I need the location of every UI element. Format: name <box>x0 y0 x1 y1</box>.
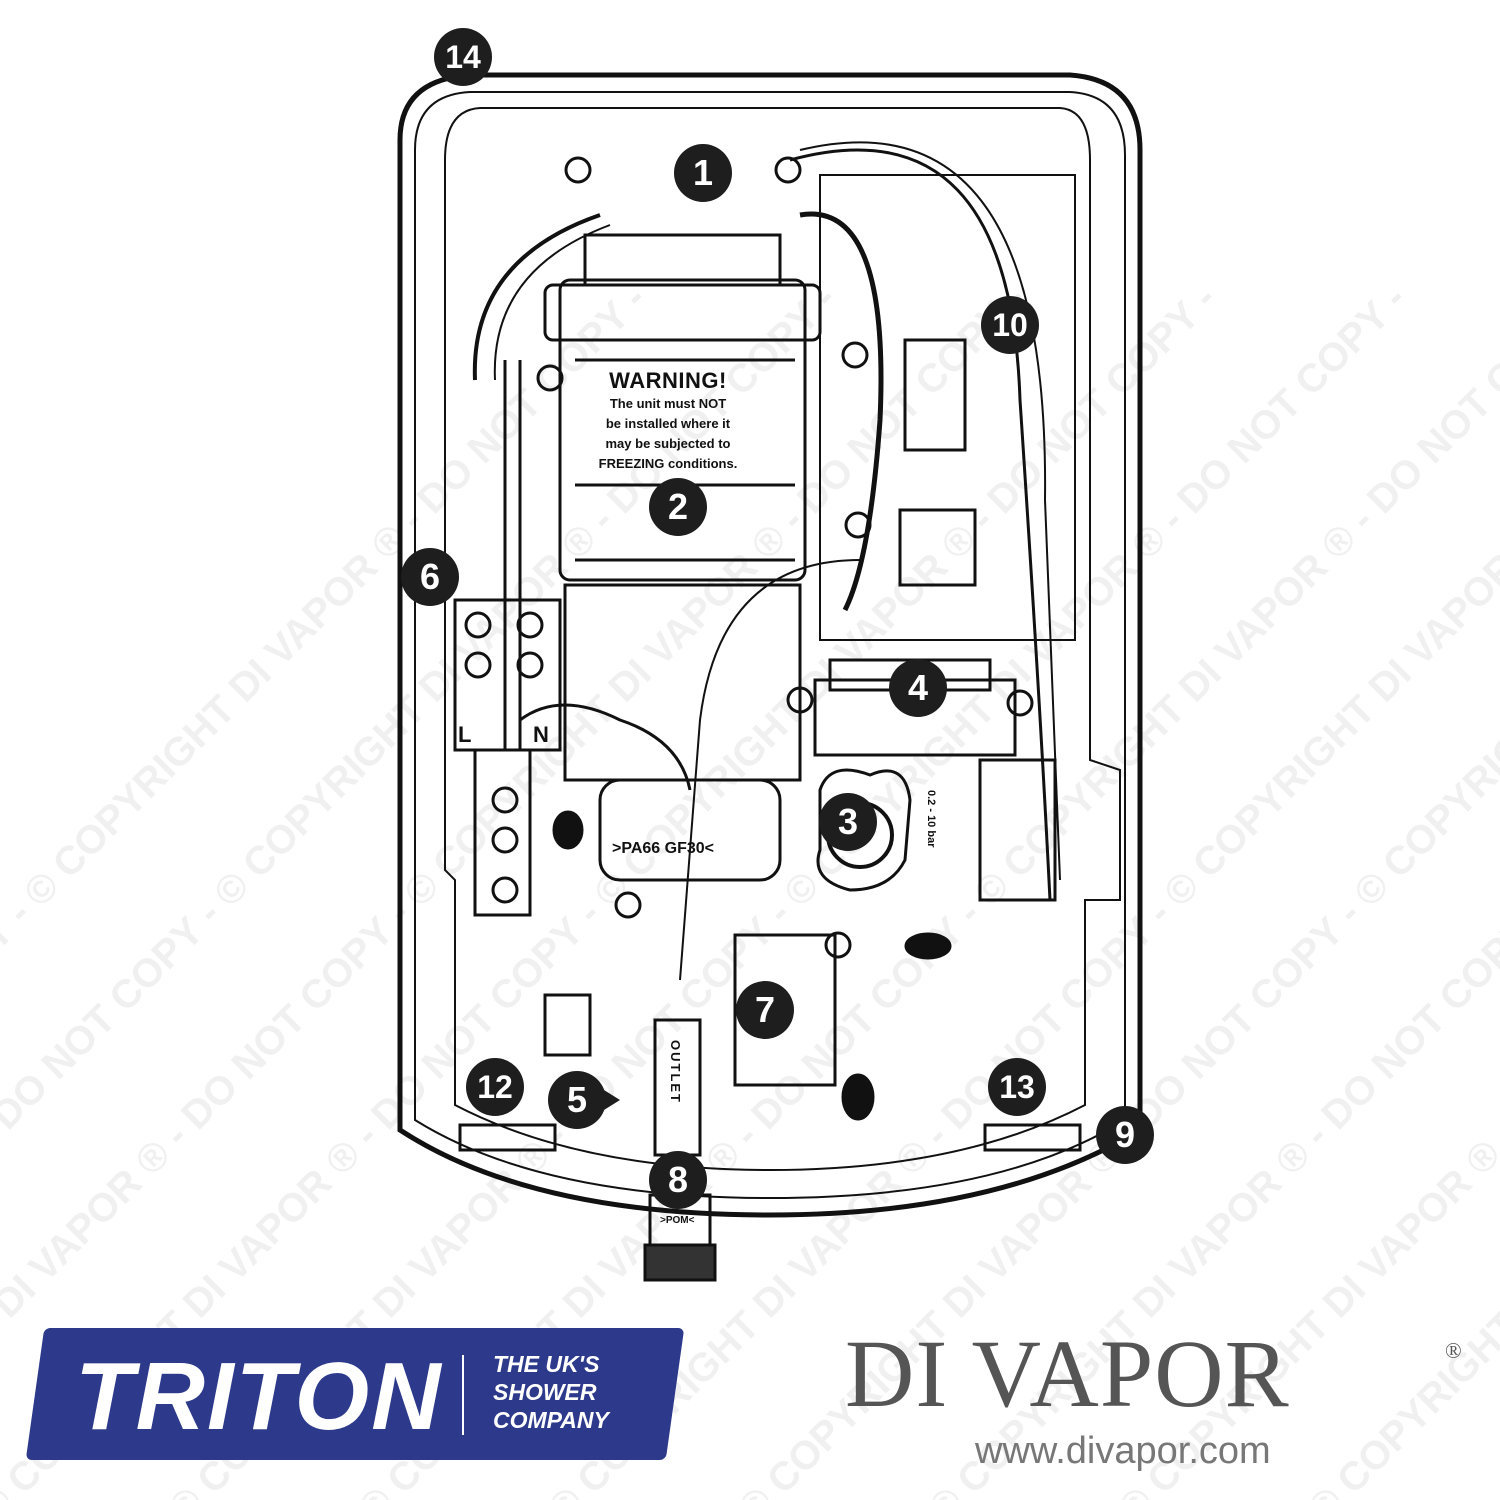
divapor-url: www.divapor.com <box>975 1430 1271 1472</box>
callout-12: 12 <box>466 1058 524 1116</box>
neutral-terminal-label: N <box>533 722 549 747</box>
warning-line: FREEZING conditions. <box>598 456 738 471</box>
triton-tagline-line: SHOWER <box>493 1379 597 1405</box>
callout-8: 8 <box>649 1151 707 1209</box>
warning-label: WARNING! The unit must NOT be installed … <box>588 368 748 474</box>
outlet-marking: OUTLET <box>668 1040 683 1104</box>
pcb <box>819 174 1076 641</box>
triton-logo: TRITON <box>75 1343 443 1450</box>
callout-14: 14 <box>434 28 492 86</box>
triton-tagline-line: COMPANY <box>493 1407 609 1433</box>
triton-logo-divider <box>462 1355 464 1435</box>
heater-can <box>558 278 807 582</box>
warning-title: WARNING! <box>609 368 727 393</box>
callout-2: 2 <box>649 478 707 536</box>
warning-line: The unit must NOT <box>609 396 727 411</box>
material-marking: >PA66 GF30< <box>612 840 714 857</box>
callout-9: 9 <box>1096 1106 1154 1164</box>
triton-tagline: THE UK'S SHOWER COMPANY <box>493 1350 609 1434</box>
callout-7: 7 <box>736 981 794 1039</box>
callout-4: 4 <box>889 659 947 717</box>
pressure-relief-device <box>816 768 912 892</box>
callout-13: 13 <box>988 1058 1046 1116</box>
callout-5: 5 <box>548 1071 606 1129</box>
outer-case <box>397 72 1143 1218</box>
callout-1: 1 <box>674 144 732 202</box>
back-plate <box>444 107 1121 1172</box>
callout-3: 3 <box>819 793 877 851</box>
callout-10: 10 <box>981 296 1039 354</box>
pom-marking: >POM< <box>660 1215 695 1226</box>
divapor-registered-mark: ® <box>1445 1338 1462 1363</box>
divapor-logo: DI VAPOR <box>845 1320 1290 1427</box>
warning-line: may be subjected to <box>605 436 731 451</box>
warning-line: be installed where it <box>605 416 731 431</box>
callout-6: 6 <box>401 548 459 606</box>
triton-tagline-line: THE UK'S <box>493 1351 600 1377</box>
pressure-marking: 0.2 - 10 bar <box>925 790 937 848</box>
inner-case <box>414 91 1126 1200</box>
solenoid <box>733 933 837 1087</box>
live-terminal-label: L <box>458 722 472 747</box>
